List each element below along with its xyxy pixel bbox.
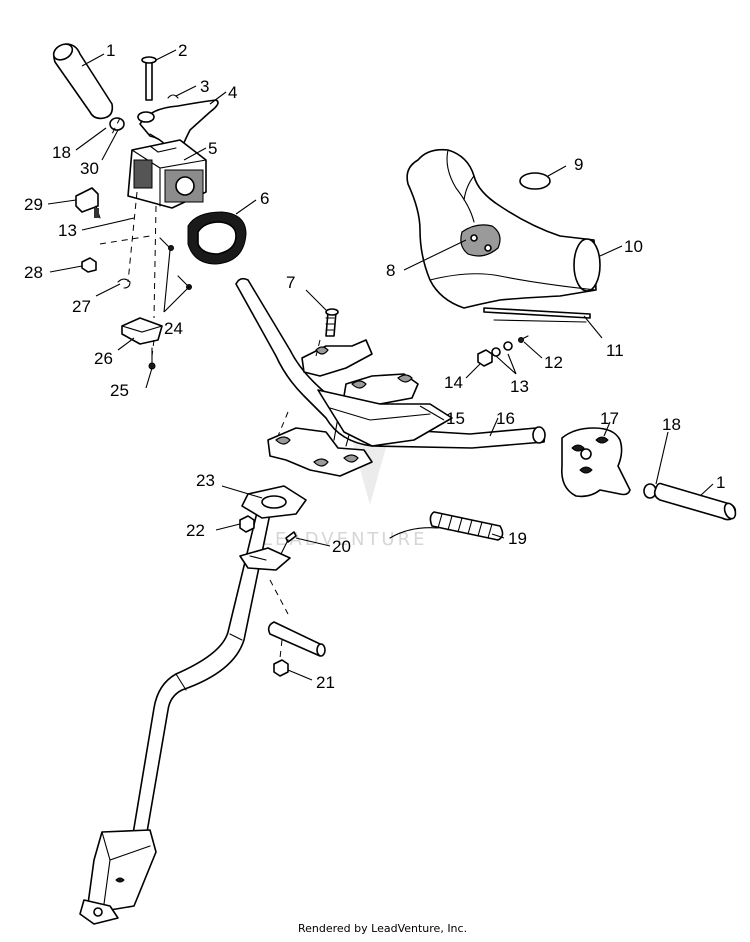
left-grip — [52, 43, 114, 120]
callout-10: 10 — [624, 237, 643, 256]
right-grip — [653, 482, 737, 521]
callout-4: 4 — [228, 83, 237, 102]
cover-6 — [187, 211, 247, 265]
callout-16: 16 — [496, 409, 515, 428]
callout-24: 24 — [164, 319, 183, 338]
footer-credit: Rendered by LeadVenture, Inc. — [298, 922, 467, 935]
switch-29 — [75, 187, 101, 219]
callout-27: 27 — [72, 297, 91, 316]
handlebar-pad — [406, 148, 601, 309]
svg-text:LEADVENTURE: LEADVENTURE — [262, 529, 427, 550]
pad-insert-8 — [460, 224, 501, 257]
callout-2: 2 — [178, 41, 187, 60]
nut-21 — [273, 659, 289, 677]
callout-3: 3 — [200, 77, 209, 96]
strip-11 — [483, 307, 591, 323]
bracket-26 — [121, 317, 163, 345]
nut-28 — [81, 257, 97, 273]
callout-21: 21 — [316, 673, 335, 692]
switch-17 — [560, 427, 631, 498]
callout-20: 20 — [332, 537, 351, 556]
callout-13-right: 13 — [510, 377, 529, 396]
bolt-2 — [141, 56, 157, 101]
spring-19 — [389, 511, 504, 541]
callout-13-left: 13 — [58, 221, 77, 240]
bushing-21 — [267, 621, 326, 657]
callout-labels: 1 2 3 4 5 6 7 8 9 10 11 12 13 13 14 15 1… — [24, 41, 725, 692]
decal-9 — [519, 172, 551, 190]
callout-30: 30 — [80, 159, 99, 178]
callout-17: 17 — [600, 409, 619, 428]
callout-1-left: 1 — [106, 41, 115, 60]
callout-14: 14 — [444, 373, 463, 392]
callout-11: 11 — [606, 341, 624, 360]
callout-29: 29 — [24, 195, 43, 214]
lower-clamp — [267, 427, 373, 477]
steering-post — [131, 499, 273, 841]
bolt-7 — [325, 308, 339, 337]
callout-23: 23 — [196, 471, 215, 490]
bracket-collar — [239, 547, 291, 571]
washer-30 — [109, 117, 125, 131]
callout-7: 7 — [286, 273, 295, 292]
callout-26: 26 — [94, 349, 113, 368]
mount-plate-23 — [241, 485, 307, 519]
callout-8: 8 — [386, 261, 395, 280]
nut-22 — [239, 515, 255, 533]
screw-25 — [148, 347, 156, 370]
callout-22: 22 — [186, 521, 205, 540]
lower-bracket — [79, 829, 157, 925]
callout-28: 28 — [24, 263, 43, 282]
fasteners-12-14 — [477, 335, 529, 367]
handlebar-cover-15 — [317, 389, 453, 447]
callout-18-right: 18 — [662, 415, 681, 434]
upper-clamp — [301, 339, 419, 405]
clip-3 — [167, 94, 179, 99]
callout-19: 19 — [508, 529, 527, 548]
callout-25: 25 — [110, 381, 129, 400]
screw-24b — [177, 275, 192, 290]
callout-15: 15 — [446, 409, 465, 428]
leader-lines — [47, 49, 714, 681]
callout-18-left: 18 — [52, 143, 71, 162]
callout-6: 6 — [260, 189, 269, 208]
throttle-housing — [127, 139, 207, 209]
callout-9: 9 — [574, 155, 583, 174]
callout-1-right: 1 — [716, 473, 725, 492]
callout-5: 5 — [208, 139, 217, 158]
clip-27 — [117, 278, 131, 289]
callout-12: 12 — [544, 353, 563, 372]
screw-24a — [159, 237, 174, 251]
